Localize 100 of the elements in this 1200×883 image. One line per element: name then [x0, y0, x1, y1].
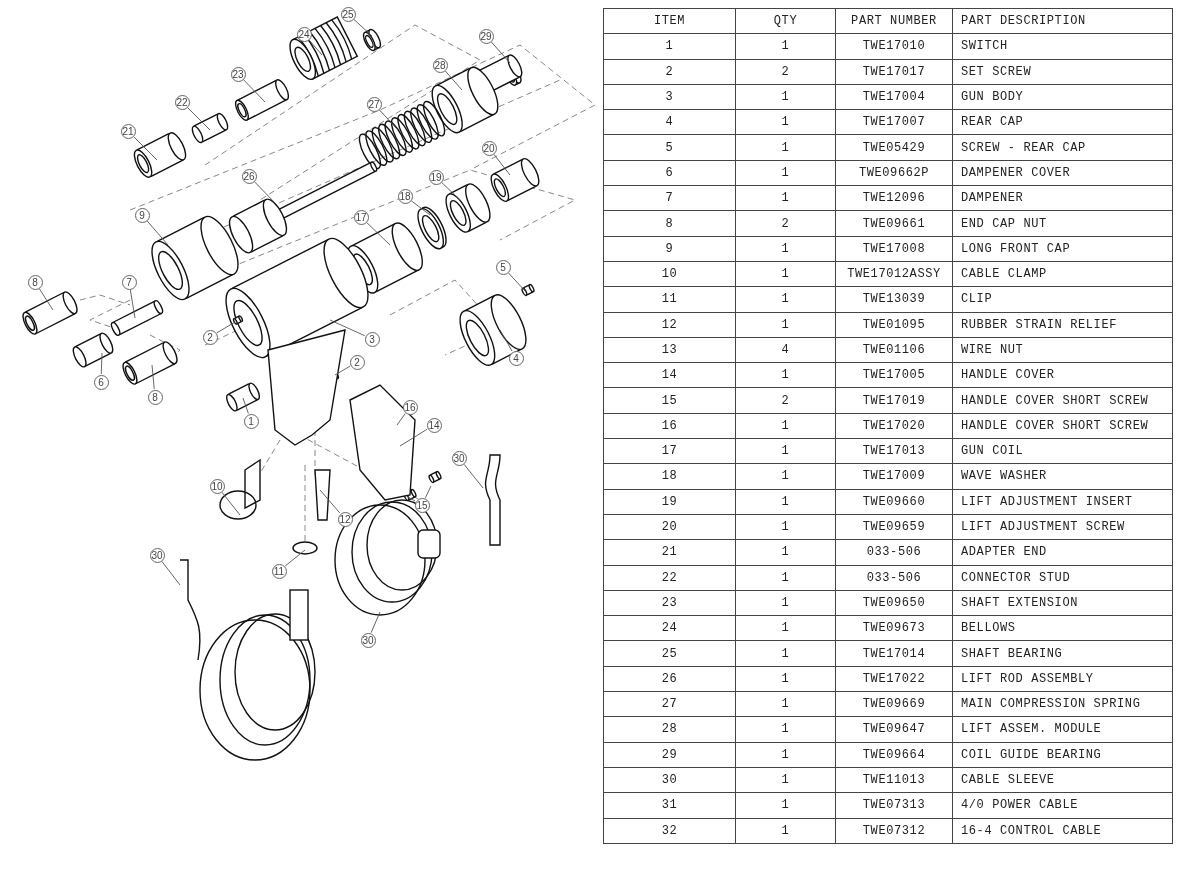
table-cell: 9	[603, 236, 736, 262]
table-cell: 13	[603, 337, 736, 363]
callout-number: 6	[93, 374, 109, 390]
table-cell: 15	[603, 387, 736, 414]
table-cell: 7	[603, 185, 736, 211]
table-cell: TWE17010	[835, 33, 953, 60]
leader-line	[221, 491, 241, 516]
table-cell: 1	[735, 489, 836, 515]
table-cell: SHAFT BEARING	[952, 640, 1173, 667]
table-cell: 1	[735, 33, 836, 60]
callout-number: 21	[120, 123, 136, 139]
table-cell: TWE05429	[835, 135, 953, 161]
table-cell: 1	[735, 109, 836, 135]
table-cell: 4	[735, 337, 836, 363]
leader-line	[407, 496, 416, 502]
leader-line	[334, 365, 351, 376]
table-cell: RUBBER STRAIN RELIEF	[952, 312, 1173, 338]
callout-number: 28	[432, 57, 448, 73]
callout-number: 12	[337, 511, 353, 527]
callout-number: 15	[414, 497, 430, 513]
table-cell: 033-506	[835, 539, 953, 566]
leader-line	[499, 329, 513, 352]
leader-line	[243, 79, 266, 103]
callout-number: 5	[495, 259, 511, 275]
table-cell: 27	[603, 691, 736, 717]
table-cell: TWE17008	[835, 236, 953, 262]
table-cell: CONNECTOR STUD	[952, 565, 1173, 591]
table-cell: TWE17022	[835, 666, 953, 692]
leader-line	[353, 18, 373, 37]
table-cell: TWE01095	[835, 312, 953, 338]
table-cell: HANDLE COVER SHORT SCREW	[952, 387, 1173, 414]
table-cell: HANDLE COVER	[952, 362, 1173, 388]
table-cell: TWE17012ASSY	[835, 261, 953, 287]
table-cell: 1	[735, 539, 836, 566]
table-cell: WIRE NUT	[952, 337, 1173, 363]
leader-line	[242, 397, 249, 414]
table-cell: TWE09659	[835, 514, 953, 540]
table-cell: 17	[603, 438, 736, 464]
table-cell: TWE09673	[835, 615, 953, 641]
table-cell: 1	[735, 261, 836, 287]
callout-number: 23	[230, 66, 246, 82]
callout-number: 20	[481, 140, 497, 156]
table-cell: TWE11013	[835, 767, 953, 793]
callout-number: 3	[364, 331, 380, 347]
leader-line	[284, 549, 306, 567]
table-cell: LONG FRONT CAP	[952, 236, 1173, 262]
table-cell: TWE17009	[835, 463, 953, 490]
table-cell: 31	[603, 792, 736, 818]
table-cell: 1	[735, 463, 836, 490]
table-cell: TWE07312	[835, 818, 953, 844]
table-cell: 11	[603, 286, 736, 313]
table-cell: 19	[603, 489, 736, 515]
leader-line	[424, 485, 432, 499]
table-cell: 25	[603, 640, 736, 667]
column-header: QTY	[735, 8, 836, 34]
callout-number: 25	[340, 6, 356, 22]
table-cell: 1	[603, 33, 736, 60]
table-cell: TWE09647	[835, 716, 953, 743]
table-cell: 14	[603, 362, 736, 388]
callout-number: 8	[27, 274, 43, 290]
table-cell: TWE17013	[835, 438, 953, 464]
table-cell: 1	[735, 362, 836, 388]
table-cell: 1	[735, 716, 836, 743]
table-cell: 3	[603, 84, 736, 110]
table-cell: 22	[603, 565, 736, 591]
table-cell: 1	[735, 135, 836, 161]
callout-number: 30	[360, 632, 376, 648]
table-cell: COIL GUIDE BEARING	[952, 742, 1173, 768]
table-cell: 21	[603, 539, 736, 566]
table-cell: 32	[603, 818, 736, 844]
table-cell: CLIP	[952, 286, 1173, 313]
table-cell: CABLE SLEEVE	[952, 767, 1173, 793]
table-cell: 1	[735, 565, 836, 591]
table-cell: 1	[735, 691, 836, 717]
column-header: ITEM	[603, 8, 736, 34]
leader-line	[161, 560, 181, 586]
column-header: PART NUMBER	[835, 8, 953, 34]
table-cell: CABLE CLAMP	[952, 261, 1173, 287]
callout-number: 26	[241, 168, 257, 184]
table-cell: BELLOWS	[952, 615, 1173, 641]
table-cell: LIFT ADJUSTMENT SCREW	[952, 514, 1173, 540]
table-cell: 30	[603, 767, 736, 793]
table-cell: 1	[735, 84, 836, 110]
callout-number: 10	[209, 478, 225, 494]
table-cell: 1	[735, 413, 836, 439]
table-cell: 28	[603, 716, 736, 743]
leader-line	[308, 39, 323, 56]
callout-number: 2	[349, 354, 365, 370]
callout-number: 7	[121, 274, 137, 290]
table-cell: 2	[735, 387, 836, 414]
table-cell: 29	[603, 742, 736, 768]
leader-line	[463, 463, 484, 489]
table-cell: 18	[603, 463, 736, 490]
table-cell: TWE09660	[835, 489, 953, 515]
table-cell: ADAPTER END	[952, 539, 1173, 566]
callout-number: 27	[366, 96, 382, 112]
leader-line	[379, 109, 399, 131]
table-cell: 26	[603, 666, 736, 692]
leader-line	[444, 70, 463, 91]
table-cell: SET SCREW	[952, 59, 1173, 85]
